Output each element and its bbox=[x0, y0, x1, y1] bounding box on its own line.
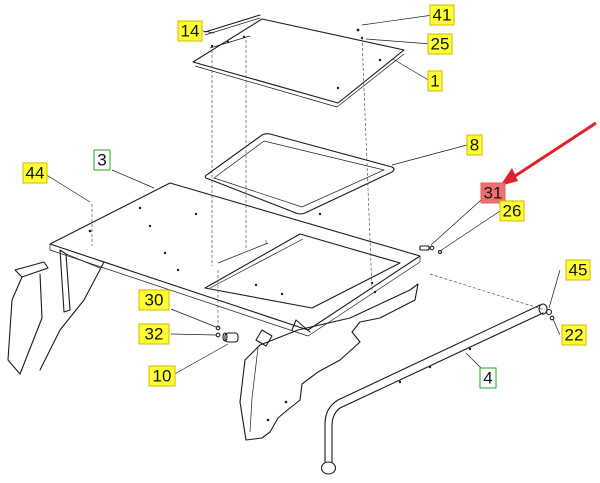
rod-pipe bbox=[320, 303, 555, 475]
small-fasteners bbox=[215, 325, 239, 343]
callout-44-label: 44 bbox=[26, 164, 45, 183]
callout-1-label: 1 bbox=[430, 72, 439, 91]
callout-30[interactable]: 30 bbox=[138, 289, 170, 311]
callout-14-label: 14 bbox=[181, 22, 200, 41]
callout-22[interactable]: 22 bbox=[561, 324, 587, 346]
callout-30-label: 30 bbox=[145, 291, 164, 310]
callout-3[interactable]: 3 bbox=[93, 149, 111, 171]
callout-45[interactable]: 45 bbox=[565, 259, 591, 281]
callout-25-label: 25 bbox=[431, 35, 450, 54]
callout-26[interactable]: 26 bbox=[499, 200, 525, 222]
left-frame bbox=[7, 249, 105, 375]
callout-31-label: 31 bbox=[484, 184, 503, 203]
callout-32-label: 32 bbox=[145, 325, 164, 344]
seal-frame bbox=[204, 133, 395, 215]
callout-45-label: 45 bbox=[569, 261, 588, 280]
callout-4-label: 4 bbox=[483, 369, 492, 388]
callout-25[interactable]: 25 bbox=[427, 33, 453, 55]
leader-lines bbox=[44, 14, 561, 377]
right-side-panel bbox=[239, 283, 419, 441]
callout-3-label: 3 bbox=[97, 151, 106, 170]
callout-14[interactable]: 14 bbox=[177, 20, 203, 42]
callout-44[interactable]: 44 bbox=[22, 162, 48, 184]
callout-10[interactable]: 10 bbox=[148, 365, 176, 387]
alignment-lines bbox=[91, 37, 546, 328]
highlight-arrow bbox=[500, 121, 597, 186]
callout-4[interactable]: 4 bbox=[479, 367, 497, 389]
callout-26-label: 26 bbox=[503, 202, 522, 221]
callout-10-label: 10 bbox=[153, 367, 172, 386]
callout-32[interactable]: 32 bbox=[138, 323, 170, 345]
callout-31[interactable]: 31 bbox=[480, 182, 506, 204]
callout-8[interactable]: 8 bbox=[466, 134, 483, 156]
callout-41-label: 41 bbox=[433, 6, 452, 25]
lid-panel bbox=[192, 14, 405, 108]
table-top bbox=[49, 182, 421, 337]
callout-22-label: 22 bbox=[565, 326, 584, 345]
callout-1[interactable]: 1 bbox=[427, 70, 443, 92]
callout-41[interactable]: 41 bbox=[429, 4, 455, 26]
callout-8-label: 8 bbox=[470, 136, 479, 155]
pin-and-washer bbox=[419, 245, 443, 255]
